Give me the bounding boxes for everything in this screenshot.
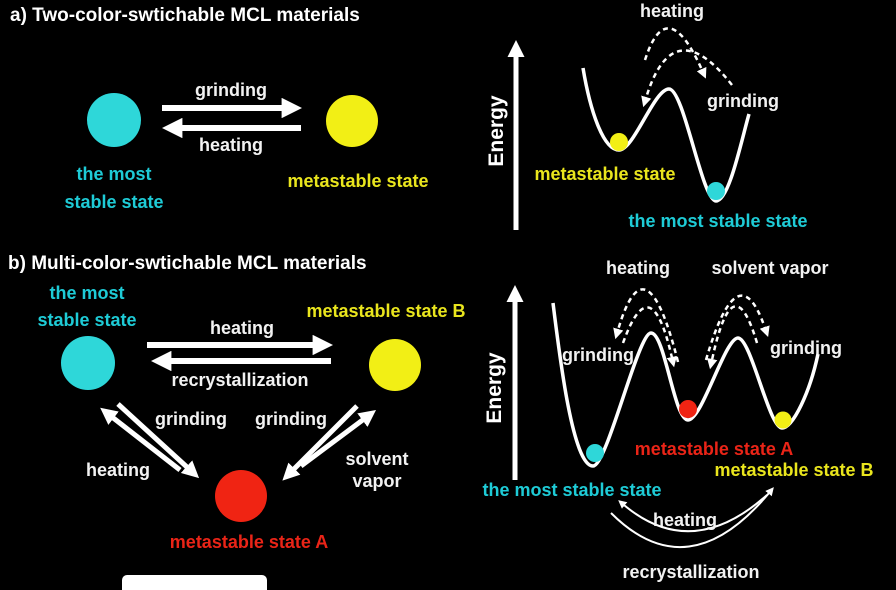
grinding-right-label-b: grinding bbox=[255, 409, 327, 429]
metastable-a-energy-label: metastable state A bbox=[634, 439, 794, 459]
metastable-energy-label-a: metastable state bbox=[534, 164, 676, 184]
panel-b-title: b) Multi-color-swtichable MCL materials bbox=[8, 253, 367, 274]
heating-arc-arrow-b bbox=[613, 288, 680, 363]
solvent-vapor-diagonal-arrow-up-right-icon bbox=[299, 410, 377, 469]
metastable-dot-a bbox=[610, 133, 628, 151]
most-stable-dot-a bbox=[707, 182, 725, 200]
panel-a-scheme bbox=[87, 93, 378, 147]
recrystallization-bottom-arc-arrow bbox=[610, 487, 774, 548]
most-stable-circle-b bbox=[61, 336, 115, 390]
metastable-b-label: metastable state B bbox=[306, 301, 466, 321]
heating-arc-label-a: heating bbox=[639, 1, 705, 21]
most-stable-energy-label-a: the most stable state bbox=[628, 211, 808, 231]
heating-bottom-arc-arrow bbox=[618, 494, 768, 533]
panel-b-scheme bbox=[61, 334, 421, 522]
heating-arc-label-b: heating bbox=[605, 258, 671, 278]
most-stable-label-b-line1: the most bbox=[49, 283, 125, 303]
grinding-right-energy-label-b: grinding bbox=[770, 338, 842, 358]
most-stable-energy-label-b: the most stable state bbox=[482, 480, 662, 500]
grinding-label-a: grinding bbox=[195, 80, 267, 100]
most-stable-label-a-line2: stable state bbox=[64, 192, 164, 212]
solvent-vapor-label-b-line1: solvent bbox=[345, 449, 409, 469]
panel-b-energy bbox=[506, 285, 820, 548]
metastable-a-dot bbox=[679, 400, 697, 418]
recrystallization-bottom-label-b: recrystallization bbox=[622, 562, 760, 582]
metastable-a-label: metastable state A bbox=[169, 532, 329, 552]
solvent-vapor-label-b: solvent vapor bbox=[345, 448, 408, 492]
energy-axis-label-a: Energy bbox=[485, 95, 508, 167]
most-stable-label-b: the most stable state bbox=[37, 280, 136, 334]
most-stable-label-a-line1: the most bbox=[76, 164, 152, 184]
heating-diagonal-arrow-up-left-icon bbox=[100, 407, 182, 472]
heating-bottom-label-b: heating bbox=[652, 510, 718, 530]
solvent-vapor-arc-label-b: solvent vapor bbox=[711, 258, 829, 278]
metastable-b-energy-label: metastable state B bbox=[714, 460, 874, 480]
heating-label-a: heating bbox=[198, 135, 264, 155]
grinding-right-arc-arrow-b bbox=[707, 305, 759, 370]
double-well-curve bbox=[581, 67, 751, 203]
grinding-left-label-b: grinding bbox=[155, 409, 227, 429]
metastable-b-dot bbox=[774, 411, 792, 429]
metastable-a-circle bbox=[215, 470, 267, 522]
most-stable-label-a: the most stable state bbox=[64, 160, 163, 216]
most-stable-dot-b bbox=[586, 444, 604, 462]
heating-diagonal-label-b: heating bbox=[85, 460, 151, 480]
grinding-arc-arrow-a bbox=[641, 49, 733, 108]
grinding-arc-label-a: grinding bbox=[707, 91, 779, 111]
energy-axis-label-b: Energy bbox=[483, 352, 506, 424]
metastable-b-circle bbox=[369, 339, 421, 391]
metastable-label-a: metastable state bbox=[287, 171, 429, 191]
grinding-diagonal-arrow-down-left-icon bbox=[282, 404, 359, 481]
cropped-white-box bbox=[122, 575, 267, 590]
metastable-circle-a bbox=[326, 95, 378, 147]
panel-a-title: a) Two-color-swtichable MCL materials bbox=[10, 5, 360, 26]
most-stable-label-b-line2: stable state bbox=[37, 310, 137, 330]
heating-top-label-b: heating bbox=[209, 318, 275, 338]
solvent-vapor-arc-arrow-b bbox=[704, 294, 770, 361]
grinding-left-arc-arrow-b bbox=[621, 306, 677, 368]
grinding-left-energy-label-b: grinding bbox=[562, 345, 634, 365]
recrystallization-label-b: recrystallization bbox=[171, 370, 309, 390]
most-stable-circle-a bbox=[87, 93, 141, 147]
heating-arc-arrow-a bbox=[643, 27, 707, 79]
panel-a-energy bbox=[507, 27, 751, 230]
grinding-diagonal-arrow-down-right-icon bbox=[116, 402, 200, 479]
solvent-vapor-label-b-line2: vapor bbox=[352, 471, 402, 491]
